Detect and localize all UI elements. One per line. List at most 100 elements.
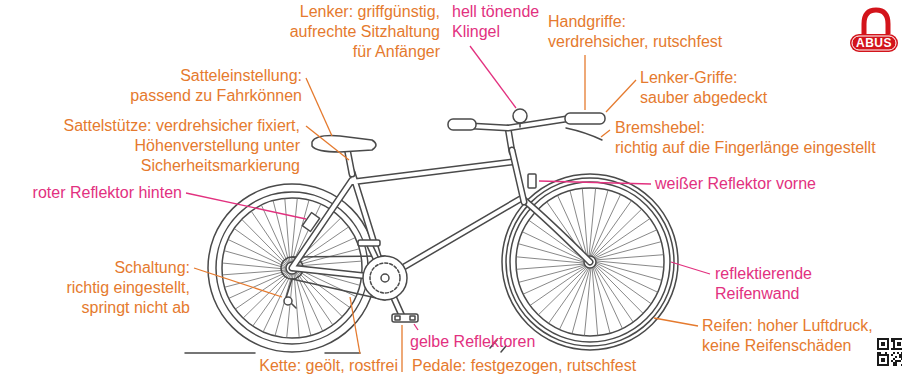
qr-module — [879, 352, 881, 354]
qr-module — [893, 358, 895, 360]
spoke — [251, 211, 287, 264]
spoke — [591, 195, 621, 257]
spoke — [222, 270, 286, 275]
spoke — [560, 268, 590, 330]
spoke — [596, 255, 664, 260]
rear-reflector — [302, 213, 319, 232]
callout-label: Reifen: hoher Luftdruck, keine Reifensch… — [702, 316, 887, 356]
qr-module — [877, 352, 879, 354]
callout-label: Lenker: griffgünstig, aufrechte Sitzhalt… — [280, 2, 440, 62]
spoke — [263, 274, 291, 332]
qr-module — [901, 352, 902, 354]
qr-module — [893, 352, 895, 354]
spoke — [596, 264, 652, 304]
spoke — [595, 266, 634, 322]
spoke — [519, 265, 585, 282]
qr-module — [895, 360, 897, 362]
spoke — [297, 271, 342, 317]
callout-label: gelbe Reflektoren — [410, 332, 540, 352]
callout-label: Handgriffe: verdrehsicher, rutschfest — [548, 12, 738, 52]
qr-module — [891, 338, 893, 340]
line-spacer — [58, 258, 90, 278]
callout-label: Sattelstütze: verdrehsicher fixiert, Höh… — [55, 116, 300, 176]
callout-label: weißer Reflektor vorne — [655, 174, 825, 194]
qr-module — [877, 338, 889, 350]
spoke — [298, 261, 362, 266]
qr-module — [895, 340, 902, 348]
drivetrain — [284, 240, 418, 322]
qr-module — [891, 354, 893, 356]
qr-module — [881, 358, 885, 362]
brand-logo — [850, 10, 898, 52]
spoke — [595, 242, 661, 259]
qr-module — [897, 360, 899, 362]
qr-module — [879, 356, 887, 364]
qr-module — [891, 360, 893, 362]
line-spacer — [668, 12, 738, 32]
qr-module — [901, 358, 902, 360]
spoke — [242, 219, 287, 265]
spoke — [294, 274, 299, 338]
qr-module — [895, 356, 897, 358]
qr-module — [897, 352, 899, 354]
callout-label: hell tönende Klingel — [452, 2, 546, 42]
spoke — [595, 265, 643, 314]
qr-module — [901, 354, 902, 356]
spoke — [229, 272, 288, 298]
spoke — [592, 268, 598, 336]
spoke — [589, 188, 596, 256]
qr-module — [881, 342, 885, 346]
spoke — [596, 261, 664, 267]
qr-module — [899, 356, 901, 358]
spoke — [285, 198, 290, 262]
callout-label: Pedale: festgezogen, rutschfest — [412, 356, 642, 376]
spoke — [594, 219, 650, 258]
qr-module — [899, 354, 901, 356]
spoke — [596, 263, 658, 292]
qr-code — [877, 338, 902, 366]
callout-label: Lenker-Griffe: sauber abgedeckt — [640, 68, 780, 108]
spoke — [225, 271, 287, 287]
spoke — [595, 230, 657, 258]
spoke — [516, 264, 584, 269]
line-spacer — [760, 68, 780, 88]
logo-text: ABUS — [850, 34, 898, 52]
qr-module — [895, 364, 897, 366]
spoke — [234, 229, 286, 266]
qr-module — [901, 356, 902, 358]
handlebar — [448, 109, 605, 140]
qr-module — [891, 348, 893, 350]
callout-label: reflektierende Reifenwand — [715, 264, 820, 304]
qr-module — [897, 342, 901, 346]
spoke — [297, 272, 333, 325]
callout-label: Kette: geölt, rostfrei — [253, 356, 398, 376]
spoke — [584, 268, 591, 336]
spoke — [549, 268, 588, 324]
qr-module — [901, 364, 902, 366]
qr-module — [895, 362, 897, 364]
spoke — [222, 263, 286, 269]
front-reflector — [528, 174, 536, 188]
spoke — [538, 267, 587, 315]
spoke — [594, 267, 623, 329]
qr-module — [877, 354, 889, 366]
callout-label: roter Reflektor hinten — [22, 183, 182, 203]
qr-module — [899, 360, 901, 362]
qr-module — [893, 338, 902, 350]
qr-module — [885, 352, 887, 354]
callout-label: Schaltung: richtig eingestellt, springt … — [58, 258, 190, 318]
line-spacer — [122, 66, 152, 86]
spoke — [593, 209, 642, 257]
spoke — [516, 257, 584, 263]
spoke — [523, 266, 585, 294]
callout-label: Bremshebel: richtig auf die Fingerlänge … — [615, 118, 890, 158]
qr-module — [893, 362, 895, 364]
qr-module — [879, 340, 887, 348]
spoke — [582, 188, 588, 256]
qr-module — [893, 364, 895, 366]
spoke — [291, 198, 297, 262]
spoke — [228, 240, 286, 268]
callout-label: Satteleinstellung: passend zu Fahrkönnen — [122, 66, 302, 106]
spoke — [592, 201, 631, 257]
